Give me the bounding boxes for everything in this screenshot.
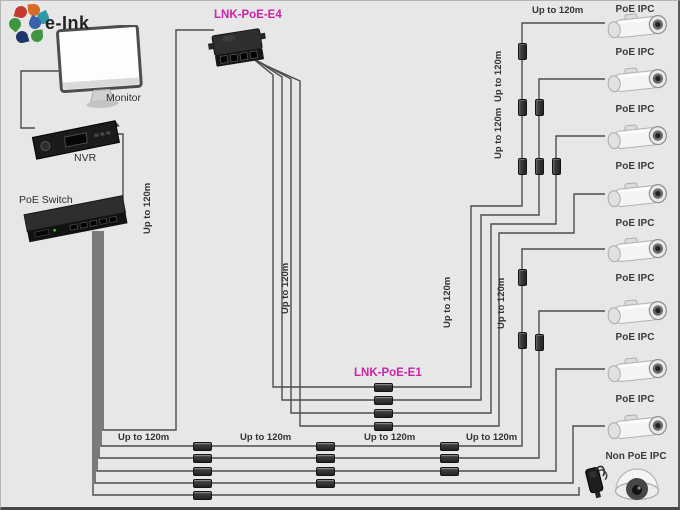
non-poe-dome-camera <box>613 463 661 507</box>
poe-bullet-camera <box>602 235 668 267</box>
poe-extender <box>551 157 561 175</box>
distance-label: Up to 120m <box>364 432 416 443</box>
brand-name: e-Ink <box>45 13 90 33</box>
distance-label: Up to 120m <box>240 432 292 443</box>
cable-direct-cam4 <box>392 193 605 427</box>
cable-e4-out1 <box>245 52 375 388</box>
poe-extender <box>517 331 527 349</box>
poe-extender <box>192 453 212 463</box>
cable-e4-out3 <box>253 58 375 414</box>
poe-bullet-camera <box>602 297 668 329</box>
poe-switch-image <box>23 195 128 243</box>
lnk-poe-e4-label: LNK-PoE-E4 <box>214 9 282 21</box>
brand-logo <box>6 3 51 45</box>
cable-e4-out2 <box>249 55 375 401</box>
poe-extender <box>517 157 527 175</box>
poe-extender <box>192 490 212 500</box>
poe-bullet-camera <box>602 412 668 444</box>
cable-row5-splitter <box>92 231 580 496</box>
cable-chain2-cam2 <box>392 78 605 401</box>
lnk-poe-e4-device <box>207 28 266 67</box>
logo-swirl <box>30 29 44 43</box>
cable-e4-out4 <box>257 61 375 427</box>
poe-extender <box>439 453 459 463</box>
distance-label: Up to 120m <box>532 5 584 16</box>
poe-extender <box>517 42 527 60</box>
poe-extender <box>374 395 393 405</box>
monitor-label: Monitor <box>106 92 142 104</box>
poe-extender <box>374 421 393 431</box>
poe-extender <box>374 382 393 392</box>
poe-switch-label: PoE Switch <box>19 194 73 206</box>
cable-row2-cam6 <box>98 231 605 459</box>
poe-extender <box>439 441 459 451</box>
distance-label: Up to 120m <box>280 262 291 314</box>
distance-label: Up to 120m <box>442 276 453 328</box>
poe-bullet-camera <box>602 180 668 212</box>
distance-label: Up to 120m <box>496 277 507 329</box>
poe-camera-label: PoE IPC <box>615 161 655 172</box>
cable-chain1-cam1 <box>392 22 605 388</box>
cable-row1-cam5 <box>100 231 605 447</box>
poe-extender <box>315 466 335 476</box>
cable-switch-e4 <box>102 29 214 431</box>
nvr-label: NVR <box>74 152 97 164</box>
poe-camera-label: PoE IPC <box>615 47 655 58</box>
poe-bullet-camera <box>602 65 668 97</box>
poe-bullet-camera <box>602 11 668 43</box>
poe-extender <box>534 98 544 116</box>
cable-row3-cam7 <box>96 231 605 472</box>
cable-chain3-cam3 <box>392 135 605 414</box>
poe-camera-label: PoE IPC <box>615 4 655 15</box>
poe-extender <box>315 478 335 488</box>
logo-swirl <box>14 29 30 45</box>
monitor-image <box>56 25 143 109</box>
distance-label: Up to 120m <box>466 432 518 443</box>
distance-label: Up to 120m <box>142 182 153 234</box>
poe-extender <box>439 466 459 476</box>
cable-monitor-nvr <box>20 70 63 129</box>
poe-camera-label: PoE IPC <box>615 104 655 115</box>
cable-row4-cam8 <box>94 231 605 484</box>
non-poe-camera-label: Non PoE IPC <box>605 451 667 462</box>
poe-extender <box>192 478 212 488</box>
poe-extender <box>192 466 212 476</box>
distance-label: Up to 120m <box>118 432 170 443</box>
poe-camera-label: PoE IPC <box>615 218 655 229</box>
distance-label: Up to 120m <box>493 107 504 159</box>
poe-splitter <box>578 462 612 500</box>
poe-camera-label: PoE IPC <box>615 394 655 405</box>
poe-camera-label: PoE IPC <box>615 273 655 284</box>
poe-extender <box>315 453 335 463</box>
nvr-image <box>31 120 120 160</box>
poe-extender <box>315 441 335 451</box>
poe-extender <box>534 333 544 351</box>
poe-extender <box>517 268 527 286</box>
lnk-poe-e1-label: LNK-PoE-E1 <box>354 367 422 379</box>
poe-extender <box>192 441 212 451</box>
poe-extender <box>374 408 393 418</box>
poe-bullet-camera <box>602 355 668 387</box>
poe-camera-label: PoE IPC <box>615 332 655 343</box>
distance-label: Up to 120m <box>493 50 504 102</box>
poe-extender <box>534 157 544 175</box>
poe-bullet-camera <box>602 122 668 154</box>
poe-extender <box>517 98 527 116</box>
